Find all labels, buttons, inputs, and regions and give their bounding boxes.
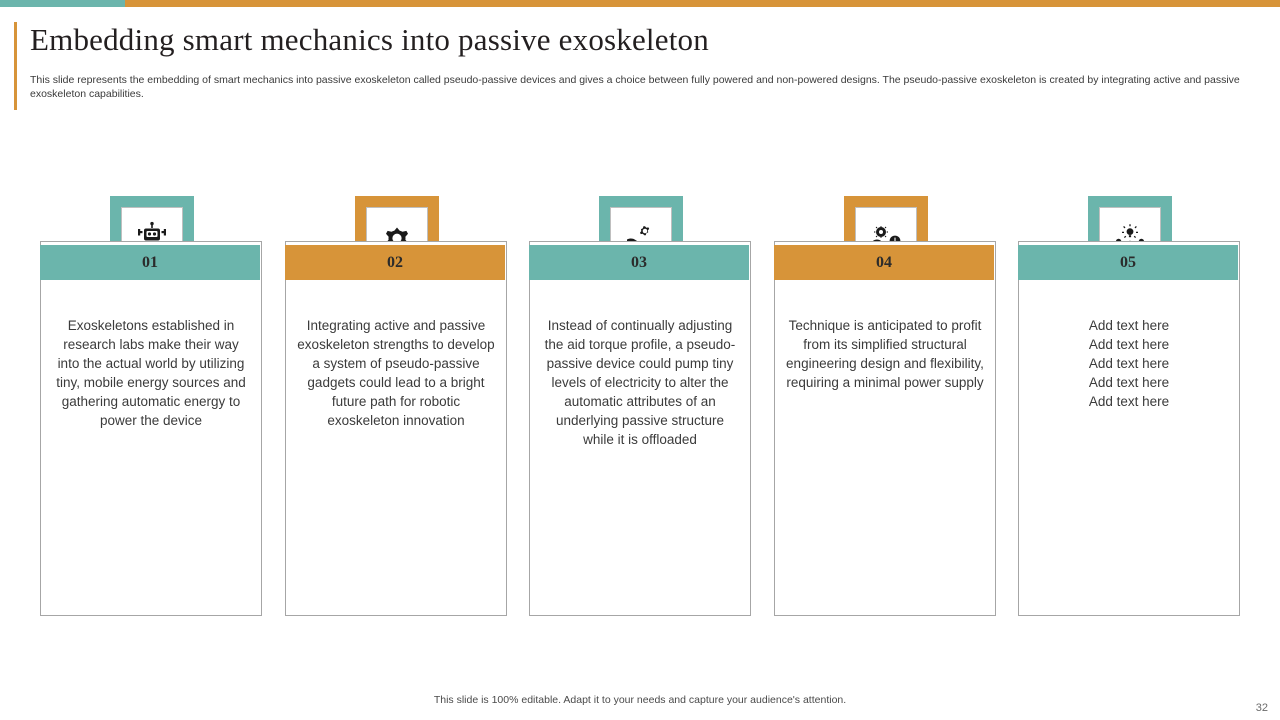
page-title: Embedding smart mechanics into passive e… — [30, 22, 709, 57]
top-accent-bar — [0, 0, 1280, 7]
card-03[interactable]: 03 Instead of continually adjusting the … — [529, 196, 751, 616]
card-01[interactable]: 01 Exoskeletons established in research … — [40, 196, 262, 616]
footer-note: This slide is 100% editable. Adapt it to… — [433, 694, 847, 706]
card-01-text: Exoskeletons established in research lab… — [56, 318, 246, 428]
top-accent-teal — [0, 0, 125, 7]
card-01-number: 01 — [40, 245, 260, 280]
cards-container: 01 Exoskeletons established in research … — [40, 196, 1240, 616]
card-05-text: Add text here Add text here Add text her… — [1088, 318, 1170, 409]
card-04-body — [774, 241, 996, 616]
card-04-text: Technique is anticipated to profit from … — [786, 318, 984, 390]
card-03-text: Instead of continually adjusting the aid… — [544, 318, 736, 447]
card-04[interactable]: 04 Technique is anticipated to profit fr… — [774, 196, 996, 616]
page-number: 32 — [1255, 702, 1268, 714]
card-02-text: Integrating active and passive exoskelet… — [297, 318, 495, 428]
card-03-number: 03 — [529, 245, 749, 280]
card-05[interactable]: 05 Add text here Add text here Add text … — [1018, 196, 1240, 616]
card-02[interactable]: 02 Integrating active and passive exoske… — [285, 196, 507, 616]
card-01-body — [40, 241, 262, 616]
top-accent-orange — [125, 0, 1280, 7]
card-02-body — [285, 241, 507, 616]
card-03-body — [529, 241, 751, 616]
card-05-number: 05 — [1018, 245, 1238, 280]
card-05-body — [1018, 241, 1240, 616]
card-04-number: 04 — [774, 245, 994, 280]
title-left-rule — [14, 22, 17, 110]
card-02-number: 02 — [285, 245, 505, 280]
page-subtitle: This slide represents the embedding of s… — [30, 74, 1240, 100]
